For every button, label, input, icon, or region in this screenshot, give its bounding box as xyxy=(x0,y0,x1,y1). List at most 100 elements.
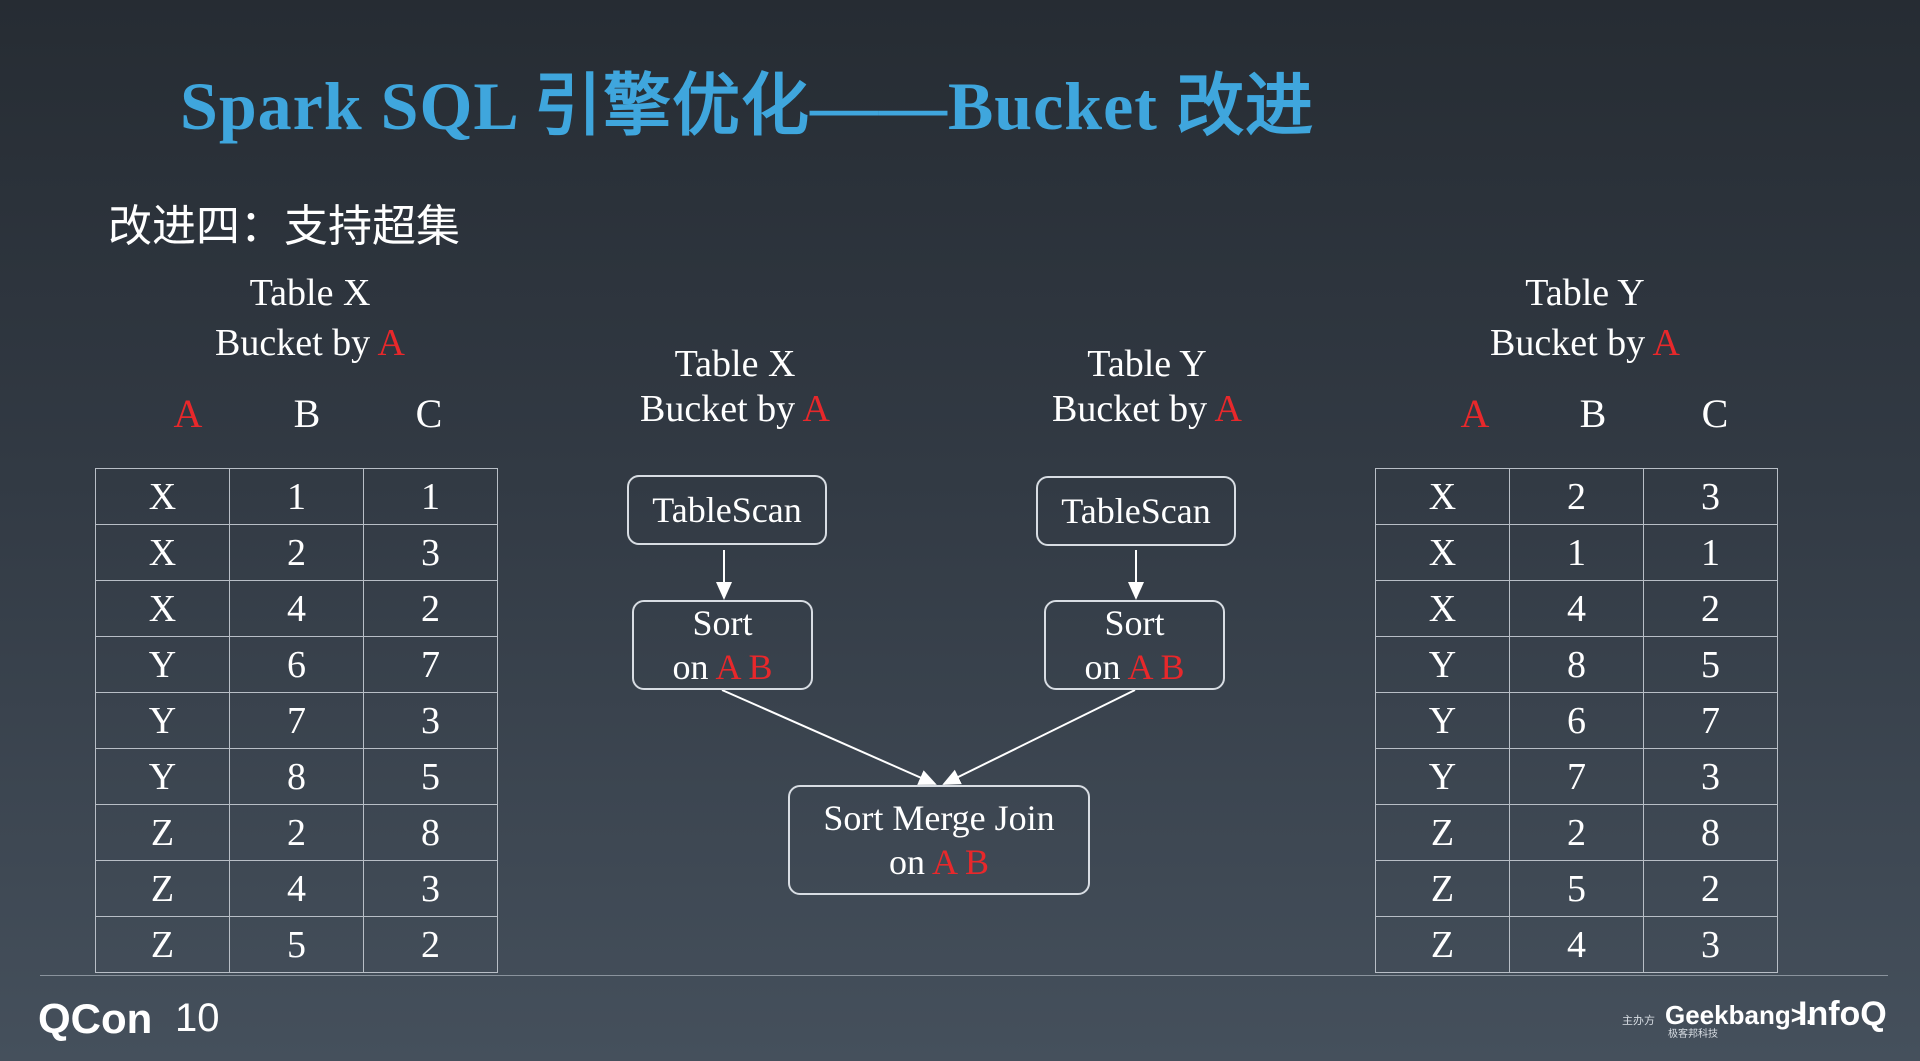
table-cell: Z xyxy=(1375,860,1510,917)
table-cell: 5 xyxy=(363,748,498,805)
left-sort-on-word: on xyxy=(672,647,709,687)
table-cell: 2 xyxy=(229,524,364,581)
table-cell: 3 xyxy=(363,692,498,749)
table-cell: 2 xyxy=(1509,468,1644,525)
table-cell: 4 xyxy=(229,860,364,917)
right-table-name: Table Y xyxy=(1525,272,1645,314)
table-cell: 4 xyxy=(1509,916,1644,973)
table-cell: 6 xyxy=(229,636,364,693)
right-col-header-a: A xyxy=(1460,391,1490,436)
right-tablescan-node: TableScan xyxy=(1036,476,1236,546)
plan-left-bucket-prefix: Bucket by xyxy=(640,388,796,430)
left-tablescan-label: TableScan xyxy=(652,490,802,530)
left-table-bucket: Bucket by A xyxy=(190,318,430,368)
plan-left-table-name: Table X xyxy=(674,343,796,385)
left-col-header-c: C xyxy=(415,391,443,436)
table-cell: 5 xyxy=(1643,636,1778,693)
plan-right-bucket: Bucket by A xyxy=(1027,387,1267,432)
plan-right-caption: Table Y Bucket by A xyxy=(1027,342,1267,432)
table-cell: Y xyxy=(95,692,230,749)
plan-right-bucket-key: A xyxy=(1214,388,1242,430)
right-table-bucket: Bucket by A xyxy=(1465,318,1705,368)
table-cell: 2 xyxy=(1509,804,1644,861)
left-sort-label: Sort xyxy=(692,603,753,643)
table-cell: 3 xyxy=(363,524,498,581)
table-cell: 1 xyxy=(363,468,498,525)
qcon-ten-logo: 10 xyxy=(175,996,220,1040)
edge-left-sort-to-join xyxy=(721,689,937,785)
table-cell: 8 xyxy=(1509,636,1644,693)
right-sort-label: Sort xyxy=(1104,603,1165,643)
table-cell: 2 xyxy=(363,916,498,973)
slide-title: Spark SQL 引擎优化——Bucket 改进 xyxy=(180,68,1314,144)
table-cell: Y xyxy=(95,636,230,693)
right-bucket-key: A xyxy=(1652,322,1680,364)
table-cell: 4 xyxy=(229,580,364,637)
plan-right-bucket-prefix: Bucket by xyxy=(1052,388,1208,430)
table-cell: X xyxy=(1375,468,1510,525)
left-col-header-b: B xyxy=(293,391,321,436)
organizer-label: 主办方 xyxy=(1622,1014,1655,1027)
left-table-caption: Table X Bucket by A xyxy=(190,268,430,368)
left-tablescan-node: TableScan xyxy=(627,475,827,545)
table-cell: 5 xyxy=(229,916,364,973)
right-tablescan-label: TableScan xyxy=(1061,491,1211,531)
table-cell: 7 xyxy=(1509,748,1644,805)
right-table-caption: Table Y Bucket by A xyxy=(1465,268,1705,368)
plan-left-caption: Table X Bucket by A xyxy=(615,342,855,432)
join-label: Sort Merge Join xyxy=(823,798,1055,838)
slide-subtitle: 改进四：支持超集 xyxy=(108,201,460,252)
right-sort-keys: A B xyxy=(1127,647,1185,687)
table-cell: 1 xyxy=(1643,524,1778,581)
left-col-header-a: A xyxy=(173,391,203,436)
table-cell: Y xyxy=(1375,692,1510,749)
infoq-logo: InfoQ xyxy=(1798,995,1887,1033)
right-sort-node: Sort on A B xyxy=(1044,600,1225,690)
left-sort-on: on A B xyxy=(672,645,772,689)
left-sort-keys: A B xyxy=(715,647,773,687)
table-cell: Z xyxy=(1375,804,1510,861)
right-col-header-b: B xyxy=(1579,391,1607,436)
footer-divider xyxy=(40,975,1888,976)
table-cell: X xyxy=(95,524,230,581)
left-bucket-prefix: Bucket by xyxy=(215,322,371,364)
table-cell: 2 xyxy=(1643,580,1778,637)
table-cell: Z xyxy=(95,860,230,917)
table-cell: Y xyxy=(1375,636,1510,693)
table-cell: 1 xyxy=(229,468,364,525)
table-cell: 3 xyxy=(1643,916,1778,973)
table-cell: X xyxy=(95,580,230,637)
edge-right-sort-to-join xyxy=(942,689,1136,785)
right-sort-on-word: on xyxy=(1084,647,1121,687)
qcon-logo: QCon xyxy=(38,995,153,1042)
left-sort-node: Sort on A B xyxy=(632,600,813,690)
table-cell: Y xyxy=(1375,748,1510,805)
plan-left-bucket: Bucket by A xyxy=(615,387,855,432)
geekbang-subtitle: 极客邦科技 xyxy=(1668,1029,1718,1040)
table-cell: Z xyxy=(1375,916,1510,973)
plan-right-table-name: Table Y xyxy=(1087,343,1207,385)
join-keys: A B xyxy=(931,842,990,882)
left-bucket-key: A xyxy=(377,322,405,364)
table-cell: 4 xyxy=(1509,580,1644,637)
table-cell: X xyxy=(1375,524,1510,581)
table-cell: Y xyxy=(95,748,230,805)
table-cell: 7 xyxy=(1643,692,1778,749)
table-cell: 8 xyxy=(1643,804,1778,861)
right-col-header-c: C xyxy=(1701,391,1729,436)
